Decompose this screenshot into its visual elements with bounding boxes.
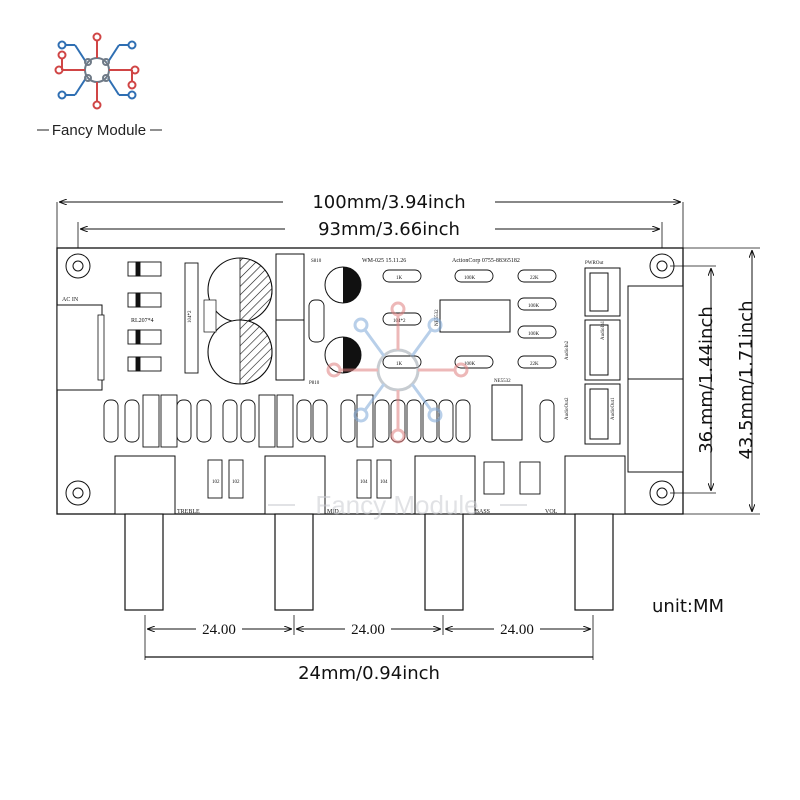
s810-label: S810 xyxy=(311,259,322,264)
pot-spacing-1-label: 24.00 xyxy=(202,622,236,638)
pot-label-vol: VOL xyxy=(545,509,558,515)
svg-text:100K: 100K xyxy=(464,362,476,367)
audio-out1-label: AudioOut1 xyxy=(611,397,616,420)
hole-spacing-width-label: 93mm/3.66inch xyxy=(318,219,460,240)
ic1-label: NE5532 xyxy=(435,309,440,326)
svg-text:104: 104 xyxy=(380,480,388,485)
regulators xyxy=(275,253,305,381)
board-maker-label: ActionCorp 0755-88365182 xyxy=(452,258,520,264)
audio-out2-label: AudioOut2 xyxy=(565,397,570,420)
svg-text:22K: 22K xyxy=(530,276,539,281)
circuit-logo-icon xyxy=(54,32,140,110)
overall-height-label: 43.5mm/1.71inch xyxy=(736,300,757,459)
resistors-vertical-row xyxy=(103,394,555,448)
svg-text:102: 102 xyxy=(232,480,240,485)
mounting-hole-bottom-left xyxy=(65,480,91,506)
ac-input-label: AC IN xyxy=(62,297,79,303)
pot-spacing-3-label: 24.00 xyxy=(500,622,534,638)
pwr-out-label: PWROut xyxy=(585,261,604,266)
p810-label: P810 xyxy=(309,381,320,386)
brand-name: Fancy Module xyxy=(52,122,146,139)
svg-text:104: 104 xyxy=(360,480,368,485)
pot-spacing-summary-label: 24mm/0.94inch xyxy=(298,663,440,684)
hole-spacing-height-dimension: 36.mm/1.44inch xyxy=(670,265,717,494)
ac-input-connector: AC IN xyxy=(56,297,105,391)
pot-spacing-dimension: 24.00 24.00 24.00 24mm/0.94inch xyxy=(144,615,594,684)
overall-width-dimension: 100mm/3.94inch xyxy=(56,192,684,255)
unit-label: unit:MM xyxy=(652,596,724,617)
electrolytic-capacitors xyxy=(203,257,273,385)
board-model-label: WM-025 15.11.26 xyxy=(362,258,406,264)
audio-in2-label: AudioIn2 xyxy=(565,340,570,360)
pcb-board: AC IN RL207*4 104*2 xyxy=(56,247,684,515)
mounting-hole-top-left xyxy=(65,253,91,279)
svg-text:102: 102 xyxy=(212,480,220,485)
pot-label-mid: MID xyxy=(327,509,339,515)
filter-resistor xyxy=(184,262,199,374)
overall-height-dimension: 43.5mm/1.71inch xyxy=(683,247,760,515)
brand-logo: Fancy Module xyxy=(37,32,162,139)
potentiometer-bodies xyxy=(114,455,626,515)
audio-connectors xyxy=(584,267,684,473)
rectifier-diodes xyxy=(127,261,162,372)
ic2-label: NE5532 xyxy=(494,379,511,384)
ic-ne5532-2: NE5532 xyxy=(491,379,523,441)
rectifier-label: RL207*4 xyxy=(131,318,154,324)
watermark: Fancy Module xyxy=(268,301,527,520)
svg-text:22K: 22K xyxy=(530,362,539,367)
svg-text:1K: 1K xyxy=(396,362,403,367)
pot-spacing-2-label: 24.00 xyxy=(351,622,385,638)
watermark-text: Fancy Module xyxy=(315,490,478,520)
hole-spacing-height-label: 36.mm/1.44inch xyxy=(696,306,717,454)
res-10k-vertical xyxy=(308,299,325,343)
potentiometer-shafts xyxy=(124,513,614,611)
svg-text:1K: 1K xyxy=(396,276,403,281)
overall-width-label: 100mm/3.94inch xyxy=(312,192,465,213)
ic-ne5532-1: NE5532 xyxy=(435,299,511,333)
svg-text:100K: 100K xyxy=(528,332,540,337)
watermark-logo-icon xyxy=(326,301,469,444)
hole-spacing-width-dimension: 93mm/3.66inch xyxy=(77,219,663,250)
pot-label-bass: BASS xyxy=(475,509,490,515)
svg-text:100K: 100K xyxy=(528,304,540,309)
svg-text:100K: 100K xyxy=(464,276,476,281)
film-capacitors xyxy=(207,459,541,499)
audio-in1-label: AudioIn1 xyxy=(601,320,606,340)
pot-label-treble: TREBLE xyxy=(177,509,200,515)
svg-text:104*2: 104*2 xyxy=(188,310,193,323)
